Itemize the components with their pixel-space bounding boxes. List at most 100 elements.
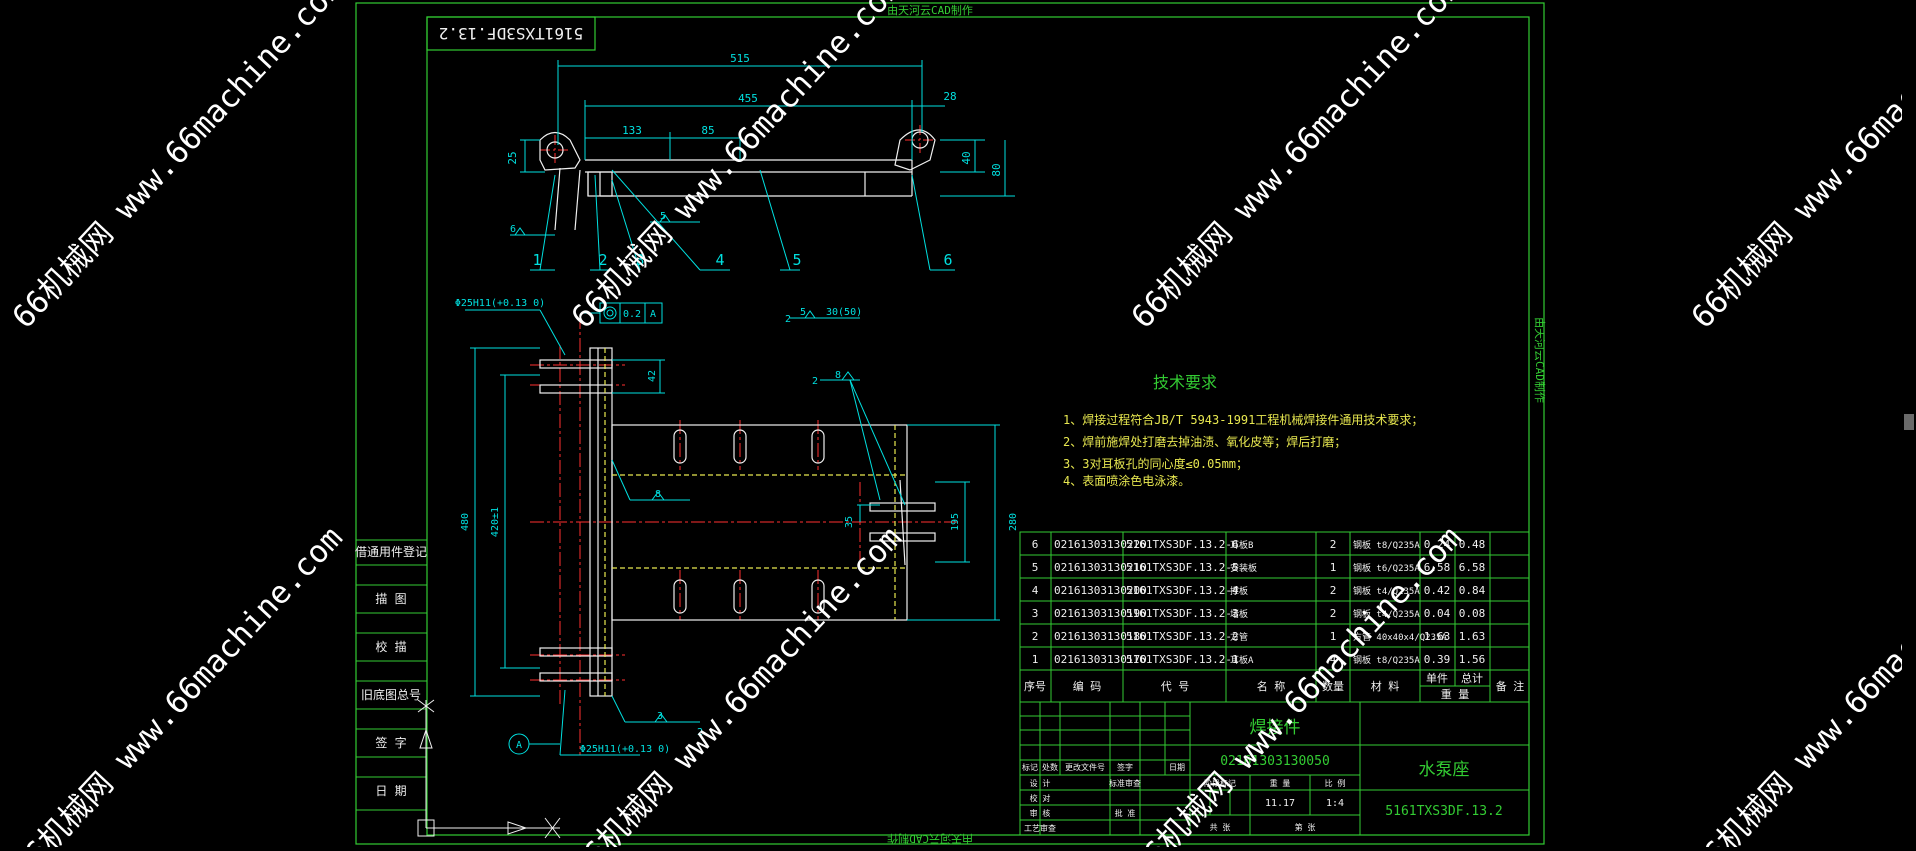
title-block: 标记 处数 更改文件号 签字 日期 设 计 校 对 审 核 工艺审查 标准审查 … (1019, 701, 1530, 836)
bom-cell-qty: 4 (1330, 653, 1337, 666)
balloon-1: 1 (532, 251, 541, 269)
title-drawing-no: 5161TXS3DF.13.2 (1385, 804, 1502, 819)
bom-cell-total: 0.84 (1459, 584, 1486, 597)
bom-cell-material: 钢板 t4/Q235A (1353, 585, 1420, 597)
bom-cell-drawing: 5161TXS3DF.13.2-4 (1126, 584, 1239, 597)
sheet-frame (355, 2, 1545, 845)
vertical-scrollbar[interactable] (1902, 0, 1916, 847)
tech-item-2: 2、焊前施焊处打磨去掉油渍、氧化皮等；焊后打磨； (1063, 434, 1346, 449)
title-code: 02161303130050 (1220, 754, 1330, 769)
bom-cell-name: 撑板 (1230, 585, 1248, 597)
bom-cell-total: 6.58 (1459, 561, 1486, 574)
bom-cell-unit: 0.04 (1424, 607, 1451, 620)
balloon-4: 4 (715, 251, 724, 269)
bom-cell-total: 1.56 (1459, 653, 1486, 666)
svg-text:6: 6 (510, 224, 516, 235)
dim-133: 133 (622, 124, 642, 137)
svg-text:更改文件号: 更改文件号 (1065, 762, 1105, 772)
svg-text:66机械网 www.66machine.com: 66机械网 www.66machine.com (6, 0, 350, 335)
bom-cell-drawing: 5161TXS3DF.13.2-5 (1126, 561, 1239, 574)
svg-text:数量: 数量 (1322, 680, 1344, 693)
scrollbar-thumb[interactable] (1904, 414, 1914, 430)
svg-text:66机械网 www.66machine.com: 66机械网 www.66machine.com (1685, 520, 1916, 847)
tech-item-4: 4、表面喷涂色电泳漆。 (1063, 473, 1190, 488)
svg-text:设 计: 设 计 (1030, 778, 1051, 788)
title-scale: 1:4 (1326, 798, 1344, 809)
bom-cell-name: 方管 (1230, 631, 1248, 643)
bom-cell-code: 02161303130170 (1054, 653, 1147, 666)
svg-text:共 张: 共 张 (1210, 823, 1231, 832)
side-label: 由天河云CAD制作 (1533, 317, 1547, 403)
svg-text:编 码: 编 码 (1073, 679, 1102, 693)
dim-280: 280 (1008, 513, 1019, 531)
svg-text:审 核: 审 核 (1030, 808, 1051, 818)
dim-28: 28 (943, 90, 956, 103)
bom-cell-total: 1.63 (1459, 630, 1486, 643)
svg-text:标准审查: 标准审查 (1109, 778, 1141, 788)
bom-cell-total: 0.48 (1459, 538, 1486, 551)
balloon-3: 3 (635, 251, 644, 269)
dim-25: 25 (506, 151, 519, 164)
svg-text:签 字: 签 字 (375, 735, 406, 750)
bom-cell-unit: 0.39 (1424, 653, 1451, 666)
left-strip-labels: 借通用件登记 描 图 校 描 旧底图总号 签 字 日 期 (355, 544, 427, 798)
svg-text:工艺审查: 工艺审查 (1024, 823, 1056, 833)
bom-cell-no: 6 (1032, 538, 1039, 551)
svg-text:8: 8 (835, 370, 841, 381)
title-weight: 11.17 (1265, 798, 1295, 809)
tech-item-1: 1、焊接过程符合JB/T 5943-1991工程机械焊接件通用技术要求； (1063, 412, 1423, 427)
bom-cell-material: 钢板 t8/Q235A (1353, 654, 1420, 666)
bom-cell-qty: 2 (1330, 538, 1337, 551)
svg-text:0.2: 0.2 (623, 309, 641, 320)
bom-cell-code: 02161303130190 (1054, 607, 1147, 620)
bom-cell-unit: 6.58 (1424, 561, 1451, 574)
svg-text:重 量: 重 量 (1270, 778, 1291, 788)
bom-cell-qty: 1 (1330, 630, 1337, 643)
svg-text:8: 8 (655, 489, 661, 500)
svg-text:批 准: 批 准 (1115, 808, 1136, 818)
tech-requirements: 技术要求 1、焊接过程符合JB/T 5943-1991工程机械焊接件通用技术要求… (1063, 373, 1423, 488)
title-name: 水泵座 (1419, 760, 1470, 780)
tech-title: 技术要求 (1153, 373, 1217, 392)
svg-text:代 号: 代 号 (1161, 680, 1190, 693)
dim-420: 420±1 (490, 507, 501, 537)
left-strip (355, 539, 428, 811)
svg-text:Φ25H11(+0.13 0): Φ25H11(+0.13 0) (455, 298, 545, 309)
dim-515: 515 (730, 52, 750, 65)
bom-cell-material: 钢板 t4/Q235A (1353, 608, 1420, 620)
svg-text:5: 5 (660, 211, 666, 222)
dim-480: 480 (460, 513, 471, 531)
dim-80: 80 (990, 163, 1003, 176)
drawing-number-box: 5161TXS3DF.13.2 (426, 16, 596, 51)
svg-text:校 对: 校 对 (1030, 793, 1051, 803)
svg-text:日期: 日期 (1169, 763, 1185, 772)
bom-cell-material: 钢板 t8/Q235A (1353, 539, 1420, 551)
dim-455: 455 (738, 92, 758, 105)
svg-text:3: 3 (657, 711, 663, 722)
bom-cell-qty: 2 (1330, 607, 1337, 620)
bom-cell-no: 3 (1032, 607, 1039, 620)
bom-cell-drawing: 5161TXS3DF.13.2-3 (1126, 607, 1239, 620)
svg-text:重 量: 重 量 (1441, 687, 1470, 701)
svg-text:签字: 签字 (1117, 762, 1133, 772)
bom-cell-name: 堵板 (1230, 608, 1248, 620)
bom-cell-no: 4 (1032, 584, 1039, 597)
bom-cell-qty: 2 (1330, 584, 1337, 597)
bom-cell-name: 耳板B (1230, 539, 1253, 551)
dim-35: 35 (844, 516, 855, 528)
bom-cell-unit: 0.24 (1424, 538, 1451, 551)
svg-text:单件: 单件 (1426, 672, 1448, 685)
svg-text:5: 5 (800, 307, 806, 318)
top-view: 515 455 133 85 28 25 40 80 1 2 3 4 5 6 (506, 52, 1015, 325)
bom-cell-drawing: 5161TXS3DF.13.2-6 (1126, 538, 1239, 551)
bom-cell-name: 安装板 (1230, 562, 1257, 574)
svg-text:5161TXS3DF.13.2: 5161TXS3DF.13.2 (439, 24, 584, 43)
